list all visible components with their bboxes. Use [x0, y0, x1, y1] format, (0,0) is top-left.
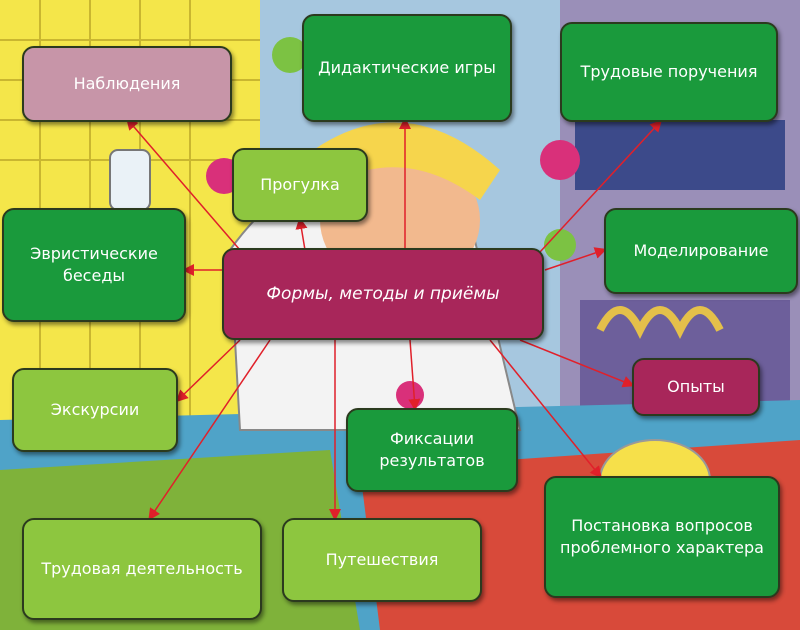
node-labor-assignments: Трудовые поручения	[560, 22, 778, 122]
node-central-topic: Формы, методы и приёмы	[222, 248, 544, 340]
node-modeling: Моделирование	[604, 208, 798, 294]
node-didactic-games-label: Дидактические игры	[318, 58, 496, 77]
node-recording-results-label: Фиксации результатов	[379, 429, 485, 470]
node-excursions: Экскурсии	[12, 368, 178, 452]
node-labor-activity-label: Трудовая деятельность	[41, 559, 243, 578]
node-walk-label: Прогулка	[260, 175, 340, 194]
node-travels-label: Путешествия	[325, 550, 439, 569]
node-experiments-label: Опыты	[667, 377, 725, 396]
node-travels: Путешествия	[282, 518, 482, 602]
node-labor-activity: Трудовая деятельность	[22, 518, 262, 620]
node-heuristic-talks: Эвристические беседы	[2, 208, 186, 322]
node-didactic-games: Дидактические игры	[302, 14, 512, 122]
node-observations-label: Наблюдения	[73, 74, 181, 93]
node-recording-results: Фиксации результатов	[346, 408, 518, 492]
node-heuristic-talks-label: Эвристические беседы	[30, 244, 158, 285]
node-modeling-label: Моделирование	[633, 241, 769, 260]
node-problem-questions: Постановка вопросов проблемного характер…	[544, 476, 780, 598]
node-problem-questions-label: Постановка вопросов проблемного характер…	[560, 516, 764, 557]
node-walk: Прогулка	[232, 148, 368, 222]
node-excursions-label: Экскурсии	[50, 400, 140, 419]
node-experiments: Опыты	[632, 358, 760, 416]
node-labor-assignments-label: Трудовые поручения	[580, 62, 758, 81]
node-central-topic-label: Формы, методы и приёмы	[266, 284, 500, 304]
node-observations: Наблюдения	[22, 46, 232, 122]
